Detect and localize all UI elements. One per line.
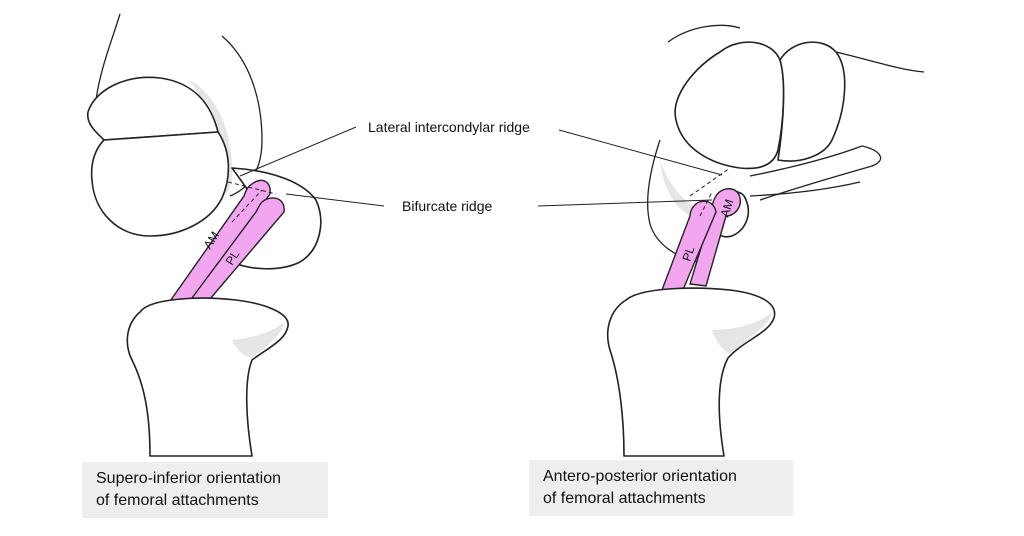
right-tibia bbox=[606, 287, 776, 457]
right-pl-label: PL bbox=[680, 244, 698, 263]
left-femoral-condyle bbox=[90, 131, 230, 237]
left-caption: Supero-inferior orientation of femoral a… bbox=[82, 462, 328, 518]
lateral-intercondylar-ridge-label: Lateral intercondylar ridge bbox=[368, 119, 530, 135]
left-caption-line1: Supero-inferior orientation bbox=[96, 470, 281, 487]
right-ridge-dashed-line bbox=[689, 167, 731, 197]
right-caption-line2: of femoral attachments bbox=[543, 490, 706, 507]
right-medial-condyle bbox=[674, 41, 785, 170]
right-caption: Antero-posterior orientation of femoral … bbox=[529, 460, 793, 516]
left-knee-drawing: AM PL bbox=[86, 13, 385, 457]
right-lateral-line bbox=[749, 181, 861, 197]
left-caption-line2: of femoral attachments bbox=[96, 492, 259, 509]
bifurcate-ridge-label: Bifurcate ridge bbox=[402, 198, 492, 214]
left-patella bbox=[86, 76, 219, 141]
right-lateral-condyle bbox=[777, 41, 846, 162]
right-lateral-ridge-leader bbox=[558, 129, 723, 176]
left-pl-label: PL bbox=[223, 247, 243, 267]
left-tibia-shading bbox=[232, 322, 284, 358]
left-ridge-dashed-line-2 bbox=[231, 189, 263, 223]
left-ridge-dashed-line bbox=[227, 181, 277, 195]
left-lateral-ridge-leader bbox=[239, 126, 357, 177]
left-tibia bbox=[126, 297, 289, 457]
right-am-label: AM bbox=[718, 197, 737, 218]
right-femur-outline bbox=[667, 24, 925, 73]
right-tibia-shading bbox=[712, 312, 772, 354]
left-bifurcate-ridge-leader bbox=[285, 193, 385, 207]
right-caption-line1: Antero-posterior orientation bbox=[543, 468, 737, 485]
right-knee-drawing: AM PL bbox=[537, 24, 925, 457]
right-ridge-dashed-line-2 bbox=[699, 191, 713, 217]
right-bifurcate-ridge-leader bbox=[537, 199, 713, 207]
